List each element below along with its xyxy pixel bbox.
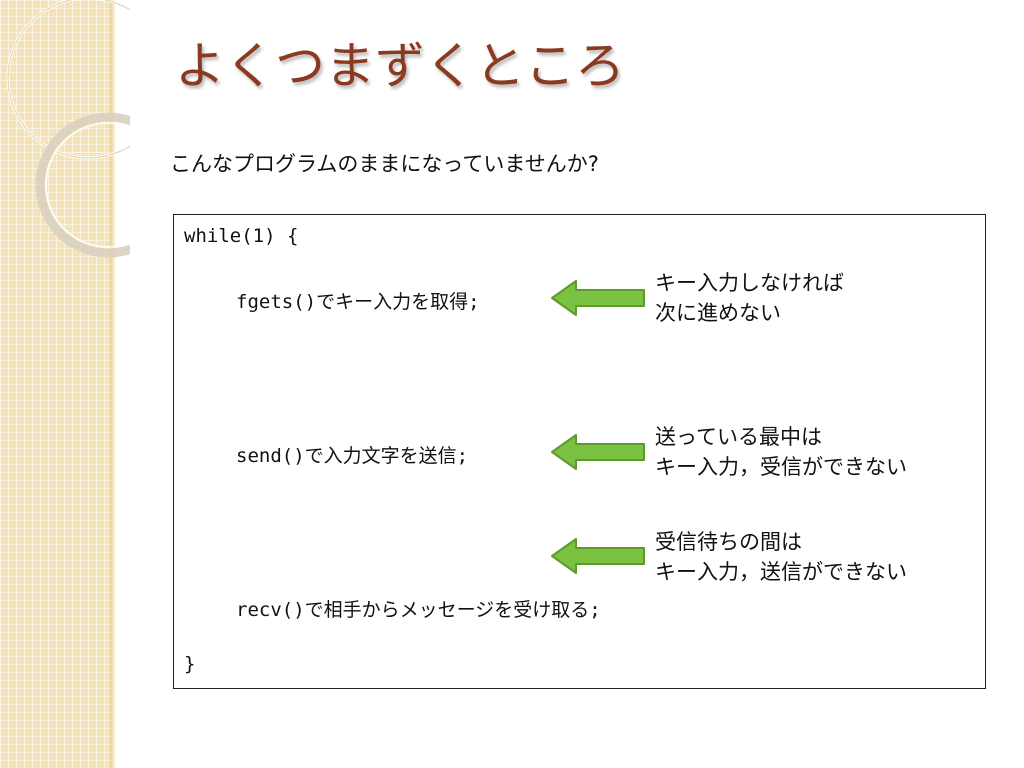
note-recv-line1: 受信待ちの間は [655,530,802,554]
note-recv-line2: キー入力，送信ができない [655,560,907,584]
intro-text: こんなプログラムのままになっていませんか? [170,152,599,176]
code-line-recv: recv()で相手からメッセージを受け取る; [236,599,601,621]
note-fgets: キー入力しなければ 次に進めない [655,268,844,328]
green-left-arrow-icon [551,538,645,574]
decorative-rings-icon [6,0,130,258]
decorative-side-band [0,0,110,768]
note-send-line1: 送っている最中は [655,425,822,449]
code-line-send: send()で入力文字を送信; [236,445,469,467]
note-fgets-line2: 次に進めない [655,301,781,325]
decorative-side-edge [110,0,115,768]
note-recv: 受信待ちの間は キー入力，送信ができない [655,527,907,587]
note-fgets-line1: キー入力しなければ [655,271,844,295]
code-line-while: while(1) { [184,225,299,247]
slide-title: よくつまずくところ [175,37,625,95]
note-send: 送っている最中は キー入力，受信ができない [655,422,907,482]
green-left-arrow-icon [551,280,645,316]
code-line-close: } [184,653,196,675]
code-line-fgets: fgets()でキー入力を取得; [236,291,480,313]
green-left-arrow-icon [551,434,645,470]
note-send-line2: キー入力，受信ができない [655,455,907,479]
